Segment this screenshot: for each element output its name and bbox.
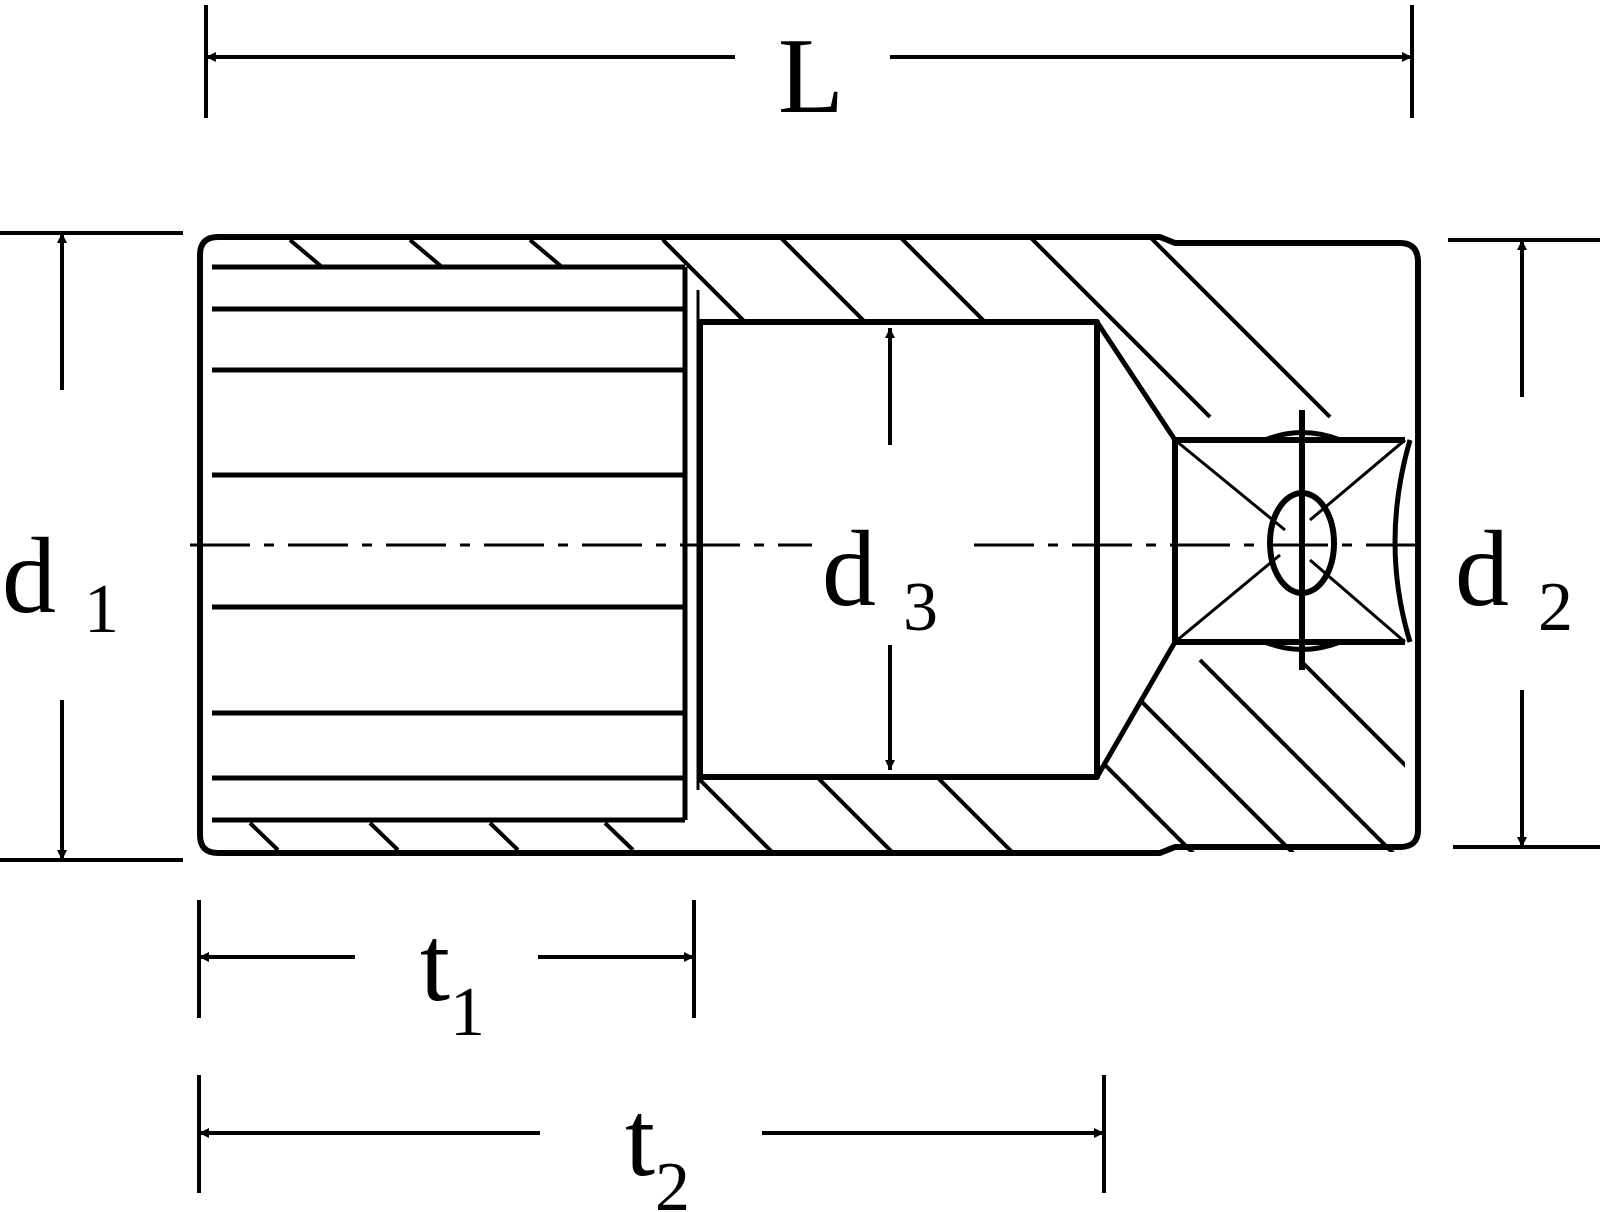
- svg-text:3: 3: [903, 569, 938, 646]
- svg-text:1: 1: [84, 571, 119, 648]
- label-t2: t 2: [625, 1080, 690, 1212]
- svg-text:d: d: [1455, 510, 1509, 629]
- svg-text:t: t: [625, 1080, 655, 1199]
- svg-text:d: d: [2, 517, 56, 636]
- label-d3: d 3: [822, 510, 938, 646]
- svg-text:L: L: [778, 17, 844, 136]
- label-d1: d 1: [2, 517, 119, 648]
- label-t1: t 1: [420, 905, 485, 1051]
- dimension-d1: [0, 231, 183, 862]
- svg-text:2: 2: [1538, 569, 1573, 646]
- label-L: L: [778, 17, 844, 136]
- hatch-entry: [248, 238, 635, 852]
- hatch-body: [660, 237, 1405, 852]
- label-d2: d 2: [1455, 510, 1573, 646]
- svg-text:1: 1: [450, 974, 485, 1051]
- svg-text:2: 2: [655, 1149, 690, 1212]
- dimension-t1: [197, 900, 696, 1018]
- dimension-L: [204, 5, 1414, 118]
- svg-text:t: t: [420, 905, 450, 1024]
- socket-body: [197, 234, 1421, 856]
- dimension-d2: [1448, 238, 1600, 849]
- svg-text:d: d: [822, 510, 876, 629]
- dimension-t2: [197, 1075, 1106, 1193]
